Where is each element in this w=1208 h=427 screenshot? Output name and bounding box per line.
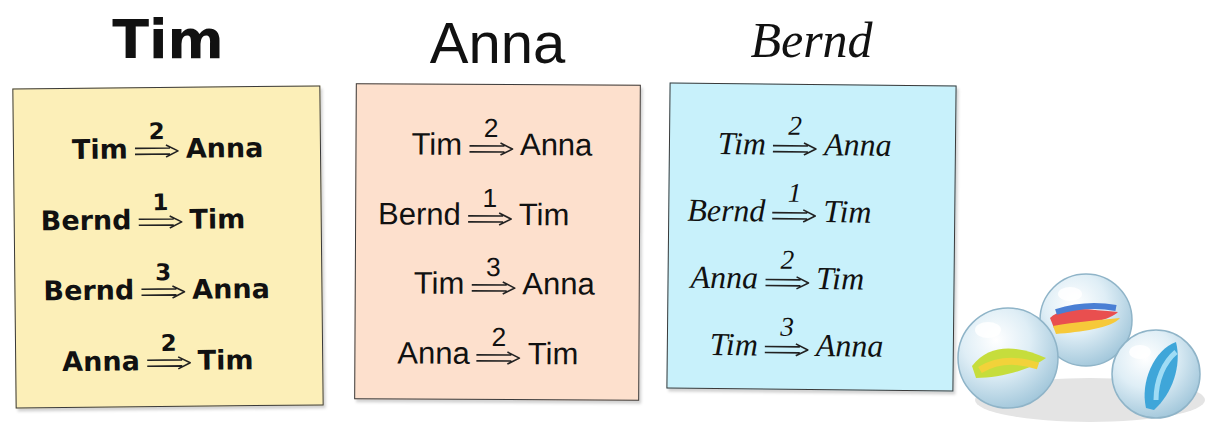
- receiver-name: Anna: [186, 134, 264, 162]
- double-arrow-symbol: [771, 208, 817, 222]
- marble-transfer-line: Anna 2Tim: [690, 246, 953, 295]
- note-paper: Tim2AnnaBernd1TimAnna2TimTim3Anna: [666, 83, 956, 392]
- marble-count: 2: [788, 113, 802, 140]
- marble-count: 3: [155, 261, 171, 284]
- transfer-arrow-group: 3: [764, 314, 810, 361]
- receiver-name: Tim: [189, 205, 245, 233]
- marble-count: 2: [160, 332, 176, 355]
- transfer-arrow-group: 2: [133, 120, 179, 162]
- giver-name: Anna: [62, 347, 140, 375]
- double-arrow-symbol: [764, 342, 810, 356]
- marble-transfer-line: Tim 2Anna: [411, 115, 639, 162]
- double-arrow-symbol: [470, 281, 516, 295]
- marble-transfer-line: Bernd 1Tim: [40, 189, 320, 234]
- marble-count: 2: [484, 115, 499, 141]
- giver-name: Bernd: [41, 206, 132, 234]
- marble-count: 1: [788, 180, 802, 207]
- marble-transfer-line: Tim 2Anna: [718, 112, 955, 161]
- transfer-arrow-group: 2: [476, 323, 522, 369]
- double-arrow-symbol: [467, 212, 513, 226]
- marble-transfer-line: Tim 3Anna: [414, 254, 639, 301]
- giver-name: Bernd: [43, 277, 134, 305]
- giver-name: Anna: [690, 260, 758, 293]
- receiver-name: Tim: [519, 199, 570, 230]
- double-arrow-symbol: [476, 351, 522, 365]
- double-arrow-symbol: [772, 141, 818, 155]
- marble-transfer-line: Anna 2Tim: [62, 330, 322, 375]
- marble-transfer-line: Tim 3Anna: [710, 313, 953, 362]
- giver-name: Anna: [397, 337, 470, 368]
- giver-name: Bernd: [378, 198, 461, 229]
- marble-count: 2: [149, 120, 165, 143]
- double-arrow-symbol: [140, 285, 186, 299]
- note-paper: Tim2AnnaBernd1TimBernd3AnnaAnna2Tim: [12, 85, 323, 408]
- marble-count: 3: [486, 254, 501, 280]
- marble-count: 2: [780, 247, 794, 274]
- note-sheet: BerndTim2AnnaBernd1TimAnna2TimTim3Anna: [668, 10, 955, 70]
- double-arrow-symbol: [137, 215, 183, 229]
- marble-transfer-line: Bernd 1Tim: [687, 179, 954, 228]
- receiver-name: Tim: [528, 338, 579, 369]
- note-owner-heading: Tim: [14, 8, 322, 73]
- note-sheet: AnnaTim2AnnaBernd1TimTim3AnnaAnna2Tim: [355, 8, 640, 78]
- giver-name: Tim: [414, 268, 465, 299]
- marble-transfer-line: Tim 2Anna: [72, 119, 320, 164]
- receiver-name: Anna: [192, 275, 270, 303]
- marble-count: 1: [152, 191, 168, 214]
- marble-transfer-line: Anna 2Tim: [397, 323, 638, 370]
- transfer-arrow-group: 1: [467, 184, 513, 230]
- receiver-name: Anna: [824, 128, 892, 161]
- transfer-arrow-group: 3: [470, 254, 516, 300]
- transfer-arrow-group: 3: [140, 261, 186, 303]
- giver-name: Tim: [411, 129, 462, 160]
- transfer-arrow-group: 2: [772, 113, 818, 160]
- marbles-illustration: [950, 262, 1208, 427]
- note-owner-heading: Anna: [355, 8, 640, 78]
- receiver-name: Anna: [522, 269, 595, 300]
- marble-count: 2: [492, 324, 507, 350]
- marble-count: 3: [780, 314, 794, 341]
- giver-name: Tim: [710, 328, 758, 361]
- marble: [958, 308, 1058, 408]
- double-arrow-symbol: [146, 355, 192, 369]
- transfer-arrow-group: 1: [771, 180, 817, 227]
- transfer-arrow-group: 2: [468, 115, 514, 161]
- receiver-name: Tim: [816, 262, 864, 295]
- note-paper: Tim2AnnaBernd1TimTim3AnnaAnna2Tim: [354, 83, 641, 400]
- marble: [1112, 330, 1200, 418]
- giver-name: Tim: [718, 127, 766, 160]
- receiver-name: Tim: [198, 346, 254, 374]
- note-owner-heading: Bernd: [668, 10, 955, 70]
- note-sheet: TimTim2AnnaBernd1TimBernd3AnnaAnna2Tim: [14, 8, 322, 73]
- receiver-name: Tim: [823, 195, 871, 228]
- marble-transfer-line: Bernd 3Anna: [43, 260, 321, 305]
- transfer-arrow-group: 1: [137, 191, 183, 233]
- marble-transfer-line: Bernd 1Tim: [378, 184, 639, 231]
- transfer-arrow-group: 2: [145, 332, 191, 374]
- double-arrow-symbol: [468, 142, 514, 156]
- double-arrow-symbol: [134, 144, 180, 158]
- receiver-name: Anna: [520, 130, 593, 161]
- marble-count: 1: [483, 184, 498, 210]
- receiver-name: Anna: [816, 329, 884, 362]
- giver-name: Tim: [72, 136, 128, 164]
- transfer-arrow-group: 2: [764, 247, 810, 294]
- giver-name: Bernd: [687, 193, 766, 226]
- double-arrow-symbol: [764, 275, 810, 289]
